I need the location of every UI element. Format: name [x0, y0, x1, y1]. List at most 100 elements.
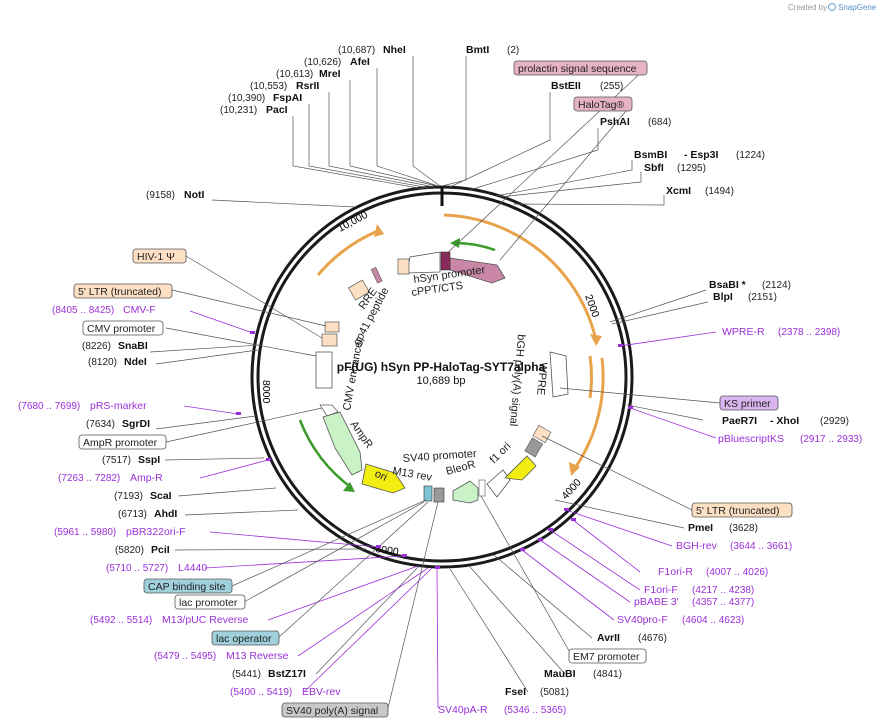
green-arrowhead-top: [450, 238, 460, 248]
primer-pos-15: (5346 .. 5365): [504, 705, 566, 716]
enzyme-name-17[interactable]: NdeI: [124, 356, 147, 368]
primer-name-12[interactable]: SV40pro-F: [617, 614, 668, 626]
primer-name-14[interactable]: EBV-rev: [302, 686, 341, 698]
primer-name-2[interactable]: pRS-marker: [90, 400, 147, 412]
feature-prolactin[interactable]: prolactin signal sequence: [513, 60, 648, 76]
ruler-8000: 8000: [260, 380, 272, 404]
enzyme-name-15[interactable]: BlpI: [713, 291, 733, 303]
em7-box: [478, 479, 486, 497]
enzyme-pos-13: (9158): [146, 190, 175, 201]
primer-pos-8: (4007 .. 4026): [706, 567, 768, 578]
feature-em7-promoter[interactable]: EM7 promoter: [568, 648, 647, 664]
primer-pos-9: (4217 .. 4238): [692, 585, 754, 596]
cppt-box: [397, 258, 410, 275]
enzyme-name-25[interactable]: PciI: [151, 544, 170, 556]
feature-name-4: CMV promoter: [87, 323, 156, 335]
enzyme-name-24[interactable]: PmeI: [688, 522, 713, 534]
enzyme-name-11[interactable]: SbfI: [644, 162, 664, 174]
enzyme-pos-20: (7634): [86, 419, 115, 430]
orf-arc-10000: [316, 228, 381, 276]
primer-pos-2: (7680 .. 7699): [18, 401, 80, 412]
feature-cap-binding-site[interactable]: CAP binding site: [143, 578, 233, 594]
enzyme-name-3[interactable]: MreI: [319, 68, 341, 80]
enzyme-pos-11: (1295): [677, 163, 706, 174]
primer-name-10[interactable]: pBABE 3': [634, 596, 679, 608]
primer-pos-14: (5400 .. 5419): [230, 687, 292, 698]
enzyme-name-7[interactable]: BstEII: [551, 80, 581, 92]
enzyme-name-2[interactable]: AfeI: [350, 56, 370, 68]
credit-brand: SnapGene: [838, 3, 877, 12]
enzyme-name-14[interactable]: BsaBI *: [709, 279, 747, 291]
enzyme-name-27[interactable]: MauBI: [544, 668, 576, 680]
enzyme-name-13[interactable]: NotI: [184, 189, 204, 201]
enzyme-name-28[interactable]: BstZ17I: [268, 668, 306, 680]
enzyme-pos-17: (8120): [88, 357, 117, 368]
primer-name-5[interactable]: BGH-rev: [676, 540, 718, 552]
feature-lac-promoter[interactable]: lac promoter: [174, 594, 246, 610]
enzyme-name-26[interactable]: AvrII: [597, 632, 620, 644]
enzyme-name-12[interactable]: XcmI: [666, 185, 691, 197]
enzyme-name-22[interactable]: ScaI: [150, 490, 172, 502]
enzyme-name-1[interactable]: BmtI: [466, 44, 489, 56]
primer-name-11[interactable]: M13/pUC Reverse: [162, 614, 249, 626]
feature-name-1: HaloTag®: [578, 99, 625, 111]
enzyme-name-16[interactable]: SnaBI: [118, 340, 148, 352]
enzyme-pos-22: (7193): [114, 491, 143, 502]
enzyme-name-10[interactable]: - Esp3I: [684, 149, 719, 161]
enzyme-name-8[interactable]: PshAI: [600, 116, 630, 128]
primer-name-15[interactable]: SV40pA-R: [438, 704, 488, 716]
enzyme-name-19[interactable]: - XhoI: [770, 415, 799, 427]
enzyme-name-20[interactable]: SgrDI: [122, 418, 150, 430]
primer-name-13[interactable]: M13 Reverse: [226, 650, 289, 662]
feature-sv40-polya[interactable]: SV40 poly(A) signal: [281, 702, 389, 718]
primer-name-3[interactable]: pBluescriptKS: [718, 433, 784, 445]
feature-cmv-promoter[interactable]: CMV promoter: [82, 320, 164, 336]
feature-hiv-psi[interactable]: HIV-1 Ψ: [132, 248, 187, 264]
enzyme-name-23[interactable]: AhdI: [154, 508, 177, 520]
enzyme-pos-0: (10,687): [338, 45, 375, 56]
feature-ks-primer[interactable]: KS primer: [719, 395, 779, 411]
feature-ampr-promoter[interactable]: AmpR promoter: [78, 434, 167, 450]
feature-box-3: [73, 283, 173, 299]
enzyme-name-9[interactable]: BsmBI: [634, 149, 667, 161]
enzyme-name-18[interactable]: PaeR7I: [722, 415, 757, 427]
enzyme-name-6[interactable]: PacI: [266, 104, 288, 116]
green-arrowhead-left: [343, 482, 355, 492]
feature-halotag[interactable]: HaloTag®: [573, 96, 633, 112]
feature-leader-lines: [165, 67, 721, 709]
label-ori: ori: [373, 468, 389, 484]
enzyme-name-4[interactable]: RsrII: [296, 80, 319, 92]
enzyme-pos-21: (7517): [102, 455, 131, 466]
enzyme-pos-7: (255): [600, 81, 623, 92]
feature-box-11: [568, 648, 647, 664]
enzyme-pos-10: (1224): [736, 150, 765, 161]
bleor-arrow: [452, 480, 479, 504]
primer-pos-5: (3644 .. 3661): [730, 541, 792, 552]
label-cmv-enhancer: CMV enhancer: [341, 337, 366, 412]
enzyme-pos-19: (2929): [820, 416, 849, 427]
orf-arc-3: [573, 357, 605, 469]
primer-name-6[interactable]: pBR322ori-F: [126, 526, 186, 538]
primer-pos-4: (7263 .. 7282): [58, 473, 120, 484]
enzyme-leader-lines: [149, 56, 709, 693]
feature-lac-operator[interactable]: lac operator: [211, 630, 280, 646]
enzyme-pos-16: (8226): [82, 341, 111, 352]
primer-name-7[interactable]: L4440: [178, 562, 207, 574]
enzyme-pos-27: (4841): [593, 669, 622, 680]
enzyme-name-0[interactable]: NheI: [383, 44, 406, 56]
primer-name-1[interactable]: CMV-F: [123, 304, 156, 316]
primer-name-8[interactable]: F1ori-R: [658, 566, 693, 578]
enzyme-name-21[interactable]: SspI: [138, 454, 160, 466]
feature-box-1: [573, 96, 633, 112]
primer-pos-11: (5492 .. 5514): [90, 615, 152, 626]
primer-name-9[interactable]: F1ori-F: [644, 584, 678, 596]
primer-name-0[interactable]: WPRE-R: [722, 326, 765, 338]
feature-ltr-left[interactable]: 5' LTR (truncated): [73, 283, 173, 299]
enzyme-name-5[interactable]: FspAI: [273, 92, 302, 104]
primer-name-4[interactable]: Amp-R: [130, 472, 163, 484]
enzyme-name-29[interactable]: FseI: [505, 686, 526, 698]
feature-name-12: SV40 poly(A) signal: [286, 705, 378, 717]
feature-box-5: [78, 434, 167, 450]
feature-ltr-right[interactable]: 5' LTR (truncated): [691, 502, 793, 518]
enzyme-pos-26: (4676): [638, 633, 667, 644]
